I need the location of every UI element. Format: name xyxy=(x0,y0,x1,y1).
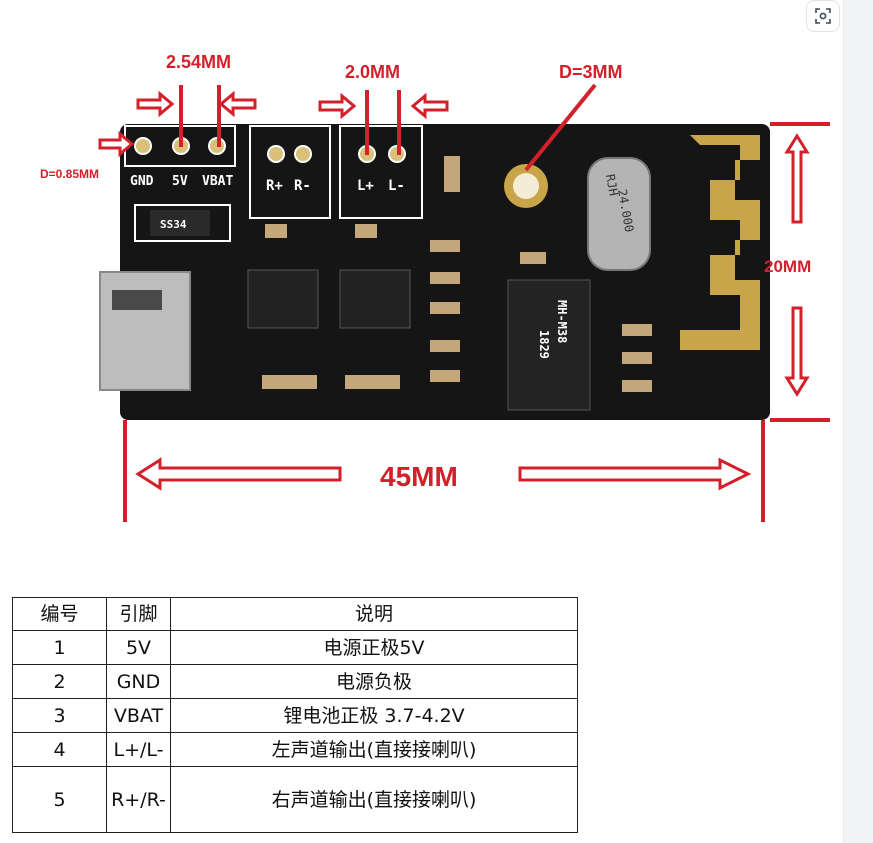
chip-label-model: MH-M38 xyxy=(555,300,569,343)
cell-no: 4 xyxy=(12,732,107,767)
dim-speaker-pitch: 2.0MM xyxy=(345,62,400,82)
amp-chip-left xyxy=(247,269,319,329)
cell-desc: 电源负极 xyxy=(170,664,578,699)
pin-table: 编号 引脚 说明 1 5V 电源正极5V 2 GND 电源负极 3 VBAT 锂… xyxy=(12,597,578,833)
chip-label-date: 1829 xyxy=(537,330,551,359)
dim-pin-pitch: 2.54MM xyxy=(166,52,231,72)
silk-gnd: GND xyxy=(130,174,154,189)
dim-length: 45MM xyxy=(380,461,458,492)
cell-no: 2 xyxy=(12,664,107,699)
silk-l-plus: L+ xyxy=(357,178,374,194)
amp-chip-right xyxy=(339,269,411,329)
micro-usb-port xyxy=(99,271,191,391)
cell-desc: 左声道输出(直接接喇叭) xyxy=(170,732,578,767)
header-desc: 说明 xyxy=(170,597,578,631)
crystal-label-brand: RJH xyxy=(603,173,621,197)
cell-pin: 5V xyxy=(106,630,171,665)
diode-label: SS34 xyxy=(160,218,187,231)
silk-r-plus: R+ xyxy=(266,178,283,194)
dimension-arrows xyxy=(98,90,810,491)
cell-desc: 右声道输出(直接接喇叭) xyxy=(170,766,578,833)
table-row: 4 L+/L- 左声道输出(直接接喇叭) xyxy=(12,732,578,767)
dim-height: 20MM xyxy=(764,257,811,276)
pcb-board: GND 5V VBAT R+ R- L+ L- SS34 MH-M38 1829 xyxy=(99,124,770,420)
cell-no: 3 xyxy=(12,698,107,733)
dimension-annotations xyxy=(123,83,830,522)
table-row: 5 R+/R- 右声道输出(直接接喇叭) xyxy=(12,766,578,833)
cell-desc: 电源正极5V xyxy=(170,630,578,665)
silk-5v: 5V xyxy=(172,174,188,189)
cell-desc: 锂电池正极 3.7-4.2V xyxy=(170,698,578,733)
cell-pin: L+/L- xyxy=(106,732,171,767)
module-diagram: GND 5V VBAT R+ R- L+ L- SS34 MH-M38 1829 xyxy=(40,52,830,522)
dim-pin-hole: D=0.85MM xyxy=(40,167,99,181)
image-search-button[interactable] xyxy=(806,0,840,32)
scan-icon xyxy=(815,8,831,24)
cell-no: 1 xyxy=(12,630,107,665)
header-no: 编号 xyxy=(12,597,107,631)
header-pin: 引脚 xyxy=(106,597,171,631)
table-row: 3 VBAT 锂电池正极 3.7-4.2V xyxy=(12,698,578,733)
page-scroll-edge xyxy=(843,0,873,843)
silk-vbat: VBAT xyxy=(202,174,233,189)
cell-pin: VBAT xyxy=(106,698,171,733)
cell-pin: R+/R- xyxy=(106,766,171,833)
antenna-trace xyxy=(680,135,760,350)
table-row: 1 5V 电源正极5V xyxy=(12,630,578,665)
cell-pin-text: R+/R- xyxy=(111,788,166,811)
dim-hole: D=3MM xyxy=(559,62,623,82)
cell-no: 5 xyxy=(12,766,107,833)
cell-pin: GND xyxy=(106,664,171,699)
silk-r-minus: R- xyxy=(294,178,311,194)
silk-l-minus: L- xyxy=(388,178,405,194)
bt-chip xyxy=(507,279,591,411)
table-header-row: 编号 引脚 说明 xyxy=(12,597,578,631)
crystal xyxy=(587,157,651,271)
table-row: 2 GND 电源负极 xyxy=(12,664,578,699)
